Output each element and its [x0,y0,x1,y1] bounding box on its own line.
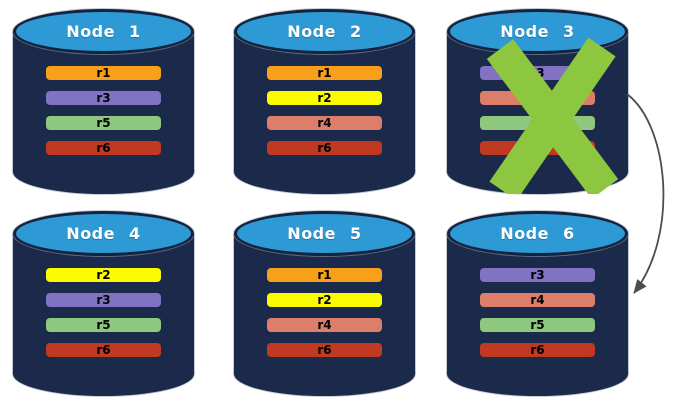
replica-bar-r2: r2 [267,91,382,105]
replica-bar-r4: r4 [267,318,382,332]
replica-bar-r5: r5 [46,116,161,130]
replica-bar-r6: r6 [480,343,595,357]
node-title: Node 4 [66,224,141,243]
node-4: Node 4 r2 r3 r5 r6 [13,211,194,396]
cylinder-top: Node 3 [447,9,628,54]
cylinder-top: Node 5 [234,211,415,256]
replica-bar-r6: r6 [46,343,161,357]
replica-bar-r1: r1 [46,66,161,80]
replica-bar-r5: r5 [480,318,595,332]
cylinder-top: Node 6 [447,211,628,256]
replica-bar-r4: r4 [480,293,595,307]
replica-list: r2 r3 r5 r6 [46,268,161,368]
replica-list: r1 r3 r5 r6 [46,66,161,166]
node-title: Node 1 [66,22,141,41]
node-title: Node 2 [287,22,362,41]
replica-list: r3 r4 r5 r6 [480,268,595,368]
cylinder-top: Node 2 [234,9,415,54]
node-1: Node 1 r1 r3 r5 r6 [13,9,194,194]
replica-bar-r4: r4 [267,116,382,130]
replica-bar-r5: r5 [480,116,595,130]
replica-list: r3 r4 r5 r6 [480,66,595,166]
replica-list: r1 r2 r4 r6 [267,268,382,368]
replica-bar-r3: r3 [46,91,161,105]
node-2: Node 2 r1 r2 r4 r6 [234,9,415,194]
node-5: Node 5 r1 r2 r4 r6 [234,211,415,396]
replica-bar-r3: r3 [480,268,595,282]
replica-bar-r1: r1 [267,268,382,282]
replica-list: r1 r2 r4 r6 [267,66,382,166]
node-3: Node 3 r3 r4 r5 r6 [447,9,628,194]
replica-bar-r4: r4 [480,91,595,105]
cylinder-top: Node 1 [13,9,194,54]
replica-bar-r3: r3 [46,293,161,307]
replica-bar-r6: r6 [480,141,595,155]
replica-bar-r2: r2 [46,268,161,282]
replica-bar-r1: r1 [267,66,382,80]
replica-bar-r3: r3 [480,66,595,80]
replica-bar-r6: r6 [267,343,382,357]
cylinder-top: Node 4 [13,211,194,256]
replica-bar-r5: r5 [46,318,161,332]
node-title: Node 5 [287,224,362,243]
replica-bar-r2: r2 [267,293,382,307]
node-title: Node 3 [500,22,575,41]
replica-bar-r6: r6 [46,141,161,155]
node-title: Node 6 [500,224,575,243]
node-6: Node 6 r3 r4 r5 r6 [447,211,628,396]
replica-bar-r6: r6 [267,141,382,155]
